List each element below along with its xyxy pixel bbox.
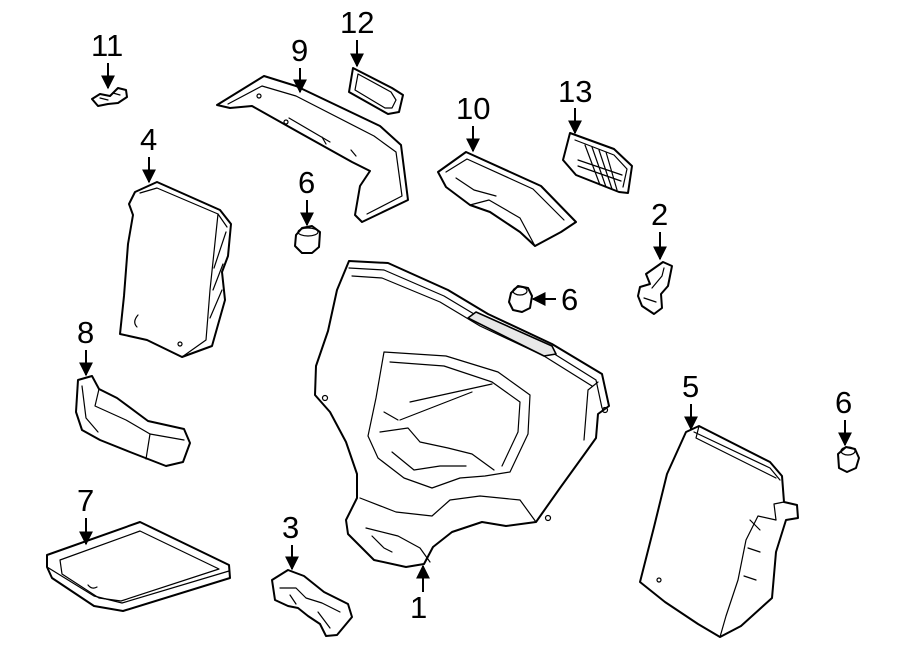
svg-text:3: 3 — [282, 510, 299, 545]
svg-text:1: 1 — [410, 590, 427, 625]
callout-3: 3 — [282, 510, 299, 571]
part-9-shelf-panel — [216, 75, 409, 223]
svg-text:6: 6 — [298, 165, 315, 200]
svg-text:7: 7 — [77, 483, 94, 518]
callout-8: 8 — [77, 315, 94, 377]
callout-1: 1 — [410, 564, 430, 625]
part-10-tray — [437, 151, 577, 247]
svg-text:2: 2 — [651, 197, 668, 232]
callout-2: 2 — [651, 197, 668, 261]
callout-11: 11 — [91, 28, 123, 90]
callout-9: 9 — [291, 33, 308, 94]
part-2-bracket — [637, 261, 673, 315]
callout-12: 12 — [340, 5, 374, 68]
callout-5: 5 — [682, 369, 699, 431]
callout-4: 4 — [140, 122, 157, 184]
callout-6-far-right: 6 — [835, 385, 852, 447]
part-11-bracket — [91, 87, 128, 107]
part-3-bracket — [271, 569, 353, 637]
part-4-left-side-panel — [119, 181, 232, 358]
svg-text:9: 9 — [291, 33, 308, 68]
svg-text:10: 10 — [456, 91, 490, 126]
part-6-plug-right — [508, 285, 533, 313]
svg-text:11: 11 — [91, 28, 123, 63]
part-7-floor-tray — [46, 521, 231, 612]
callout-13: 13 — [558, 74, 592, 135]
callout-6-right: 6 — [531, 282, 578, 317]
svg-text:4: 4 — [140, 122, 157, 157]
part-5-right-side-panel — [639, 425, 799, 638]
part-13-grille — [562, 132, 633, 194]
svg-text:13: 13 — [558, 74, 592, 109]
svg-text:12: 12 — [340, 5, 374, 40]
part-12-bezel — [348, 67, 404, 115]
part-6-plug-far-right — [837, 446, 860, 473]
svg-text:6: 6 — [835, 385, 852, 420]
svg-text:8: 8 — [77, 315, 94, 350]
callout-6-center: 6 — [298, 165, 315, 227]
svg-text:6: 6 — [561, 282, 578, 317]
callout-10: 10 — [456, 91, 490, 153]
part-1-main-panel — [314, 260, 610, 568]
svg-text:5: 5 — [682, 369, 699, 404]
part-8-bolster — [75, 375, 191, 467]
part-6-plug-center — [294, 225, 321, 254]
callout-7: 7 — [77, 483, 94, 546]
